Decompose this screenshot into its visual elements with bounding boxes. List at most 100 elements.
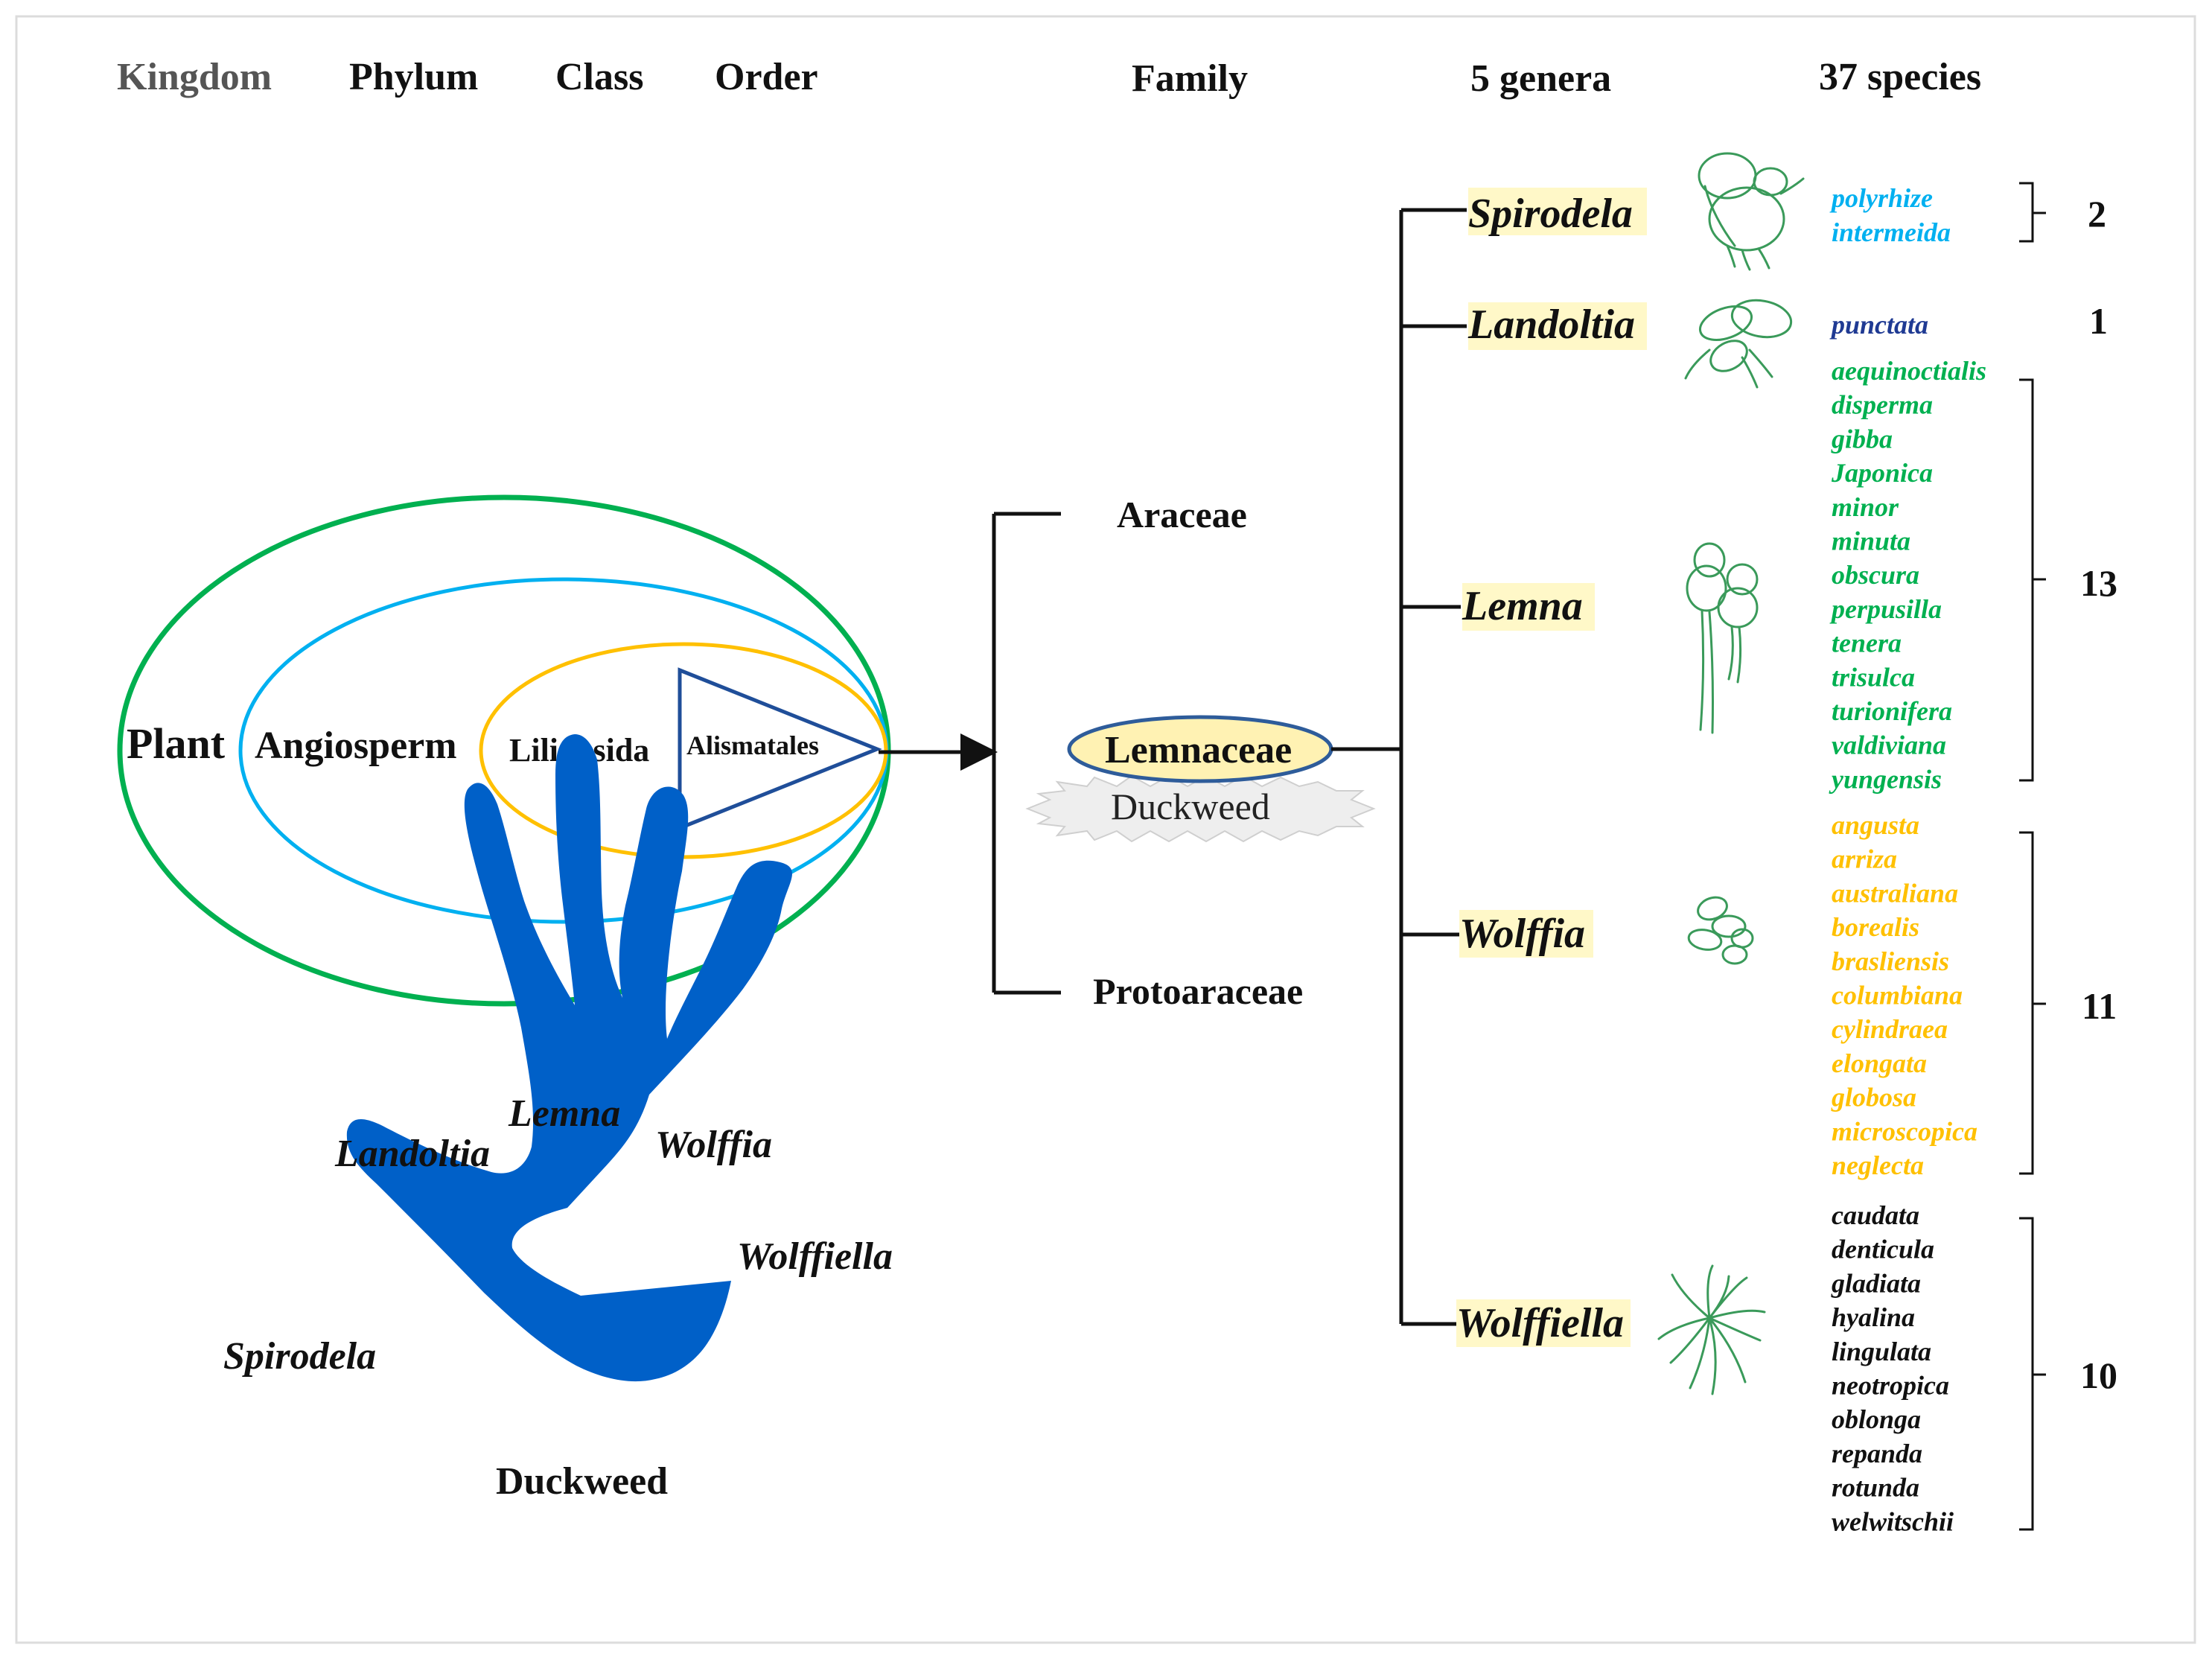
genus-spirodela: Spirodela [1468, 191, 1633, 237]
count-lemna: 13 [2080, 562, 2117, 604]
hand-label-spirodela: Spirodela [223, 1335, 376, 1378]
genus-highlight-landoltia [1468, 302, 1647, 350]
landoltia-sketch-icon [1684, 299, 1793, 389]
header-kingdom: Kingdom [117, 56, 272, 98]
duckweed-label: Duckweed [1111, 786, 1270, 827]
species-brackets [2019, 182, 2046, 1531]
species-item: angusta [1832, 810, 1919, 840]
species-item: valdiviana [1832, 730, 1946, 760]
brace-wolffia [2019, 831, 2046, 1175]
lemnaceae-node: Lemnaceae Duckweed [1025, 715, 1376, 843]
species-item: neglecta [1832, 1150, 1924, 1180]
species-item: turionifera [1832, 696, 1952, 726]
spirodela-sketch-icon [1698, 152, 1805, 271]
header-order: Order [715, 56, 818, 98]
species-item: aequinoctialis [1832, 356, 1986, 386]
species-item: punctata [1829, 310, 1928, 340]
alismatales-triangle [678, 667, 882, 831]
count-wolffia: 11 [2082, 985, 2117, 1027]
family-araceae: Araceae [1117, 494, 1247, 535]
genus-highlight-spirodela [1468, 188, 1647, 235]
genus-highlight-wolffiella [1456, 1299, 1631, 1347]
species-item: elongata [1832, 1048, 1927, 1078]
species-item: intermeida [1832, 217, 1951, 247]
species-item: neotropica [1832, 1371, 1949, 1401]
species-item: arriza [1832, 844, 1897, 874]
plant-sketches [1657, 152, 1805, 1395]
species-item: polyrhize [1829, 183, 1933, 213]
genus-wolffia: Wolffia [1459, 911, 1585, 957]
species-item: denticula [1832, 1235, 1934, 1264]
species-item: columbiana [1832, 981, 1963, 1010]
header-family: Family [1132, 57, 1248, 100]
brace-wolffiella [2019, 1217, 2046, 1531]
genus-highlight-lemna [1462, 583, 1595, 631]
genus-highlight-wolffia [1459, 910, 1593, 958]
genera-list: Spirodela Landoltia Lemna Wolffia Wolffi… [1456, 188, 1647, 1347]
species-list-spirodela: polyrhize intermeida [1829, 183, 1951, 247]
hand-label-lemna: Lemna [508, 1092, 620, 1135]
count-landoltia: 1 [2089, 300, 2108, 342]
genus-wolffiella: Wolffiella [1456, 1300, 1624, 1346]
genus-lemna: Lemna [1462, 583, 1583, 629]
hand-center-label: Duckweed [496, 1460, 668, 1503]
brace-lemna [2019, 378, 2046, 782]
species-item: gibba [1831, 424, 1893, 453]
species-item: tenera [1832, 628, 1902, 658]
lemnaceae-label: Lemnaceae [1105, 729, 1292, 771]
species-item: rotunda [1832, 1473, 1919, 1503]
wolffia-sketch-icon [1687, 896, 1754, 965]
hand-label-wolffiella: Wolffiella [737, 1235, 893, 1278]
family-protoaraceae: Protoaraceae [1093, 970, 1303, 1012]
species-item: repanda [1832, 1439, 1922, 1468]
plant-label: Plant [127, 719, 226, 768]
species-counts: 2 1 13 11 10 [2080, 193, 2117, 1396]
genera-bracket [1331, 208, 1467, 1326]
wolffiella-sketch-icon [1657, 1264, 1766, 1395]
header-species: 37 species [1819, 56, 1981, 98]
figure-frame [15, 15, 2196, 1644]
species-item: cylindraea [1832, 1014, 1948, 1044]
species-item: borealis [1832, 912, 1919, 942]
species-item: oblonga [1832, 1404, 1921, 1434]
species-list-landoltia: punctata [1829, 310, 1928, 340]
species-item: gladiata [1831, 1268, 1921, 1298]
brace-spirodela [2019, 182, 2046, 243]
species-item: brasliensis [1832, 946, 1949, 976]
column-headers: Kingdom Phylum Class Order Family 5 gene… [117, 56, 1981, 100]
family-bracket [992, 512, 1061, 995]
header-phylum: Phylum [349, 56, 478, 98]
species-item: disperma [1832, 390, 1933, 420]
species-item: lingulata [1832, 1337, 1931, 1366]
species-lists: polyrhize intermeida punctata aequinoctiali… [1829, 183, 1986, 1536]
species-item: globosa [1831, 1083, 1916, 1112]
species-item: yungensis [1829, 764, 1942, 794]
species-item: hyalina [1832, 1302, 1915, 1332]
species-item: australiana [1832, 878, 1958, 908]
species-item: welwitschii [1832, 1506, 1954, 1536]
species-list-wolffiella: caudata denticula gladiata hyalina lingulata… [1831, 1200, 1954, 1536]
species-item: minuta [1832, 526, 1910, 556]
species-item: trisulca [1832, 662, 1915, 692]
species-item: microscopica [1832, 1116, 1977, 1146]
alismatales-label: Alismatales [686, 730, 819, 760]
species-item: perpusilla [1829, 594, 1942, 624]
angiosperm-label: Angiosperm [255, 725, 457, 767]
hand-label-wolffia: Wolffia [655, 1124, 772, 1166]
species-item: Japonica [1831, 458, 1933, 488]
hand-shape [346, 734, 792, 1382]
hand-label-landoltia: Landoltia [334, 1133, 490, 1175]
species-item: minor [1832, 492, 1899, 522]
header-class: Class [555, 56, 643, 98]
species-item: caudata [1832, 1200, 1919, 1230]
genus-landoltia: Landoltia [1467, 302, 1635, 348]
duckweed-glow [1025, 774, 1376, 843]
lemna-sketch-icon [1686, 542, 1759, 734]
species-item: obscura [1832, 560, 1919, 590]
count-wolffiella: 10 [2080, 1354, 2117, 1396]
species-list-wolffia: angusta arriza australiana borealis braslien… [1831, 810, 1977, 1180]
count-spirodela: 2 [2088, 193, 2106, 235]
header-genera: 5 genera [1470, 57, 1611, 100]
